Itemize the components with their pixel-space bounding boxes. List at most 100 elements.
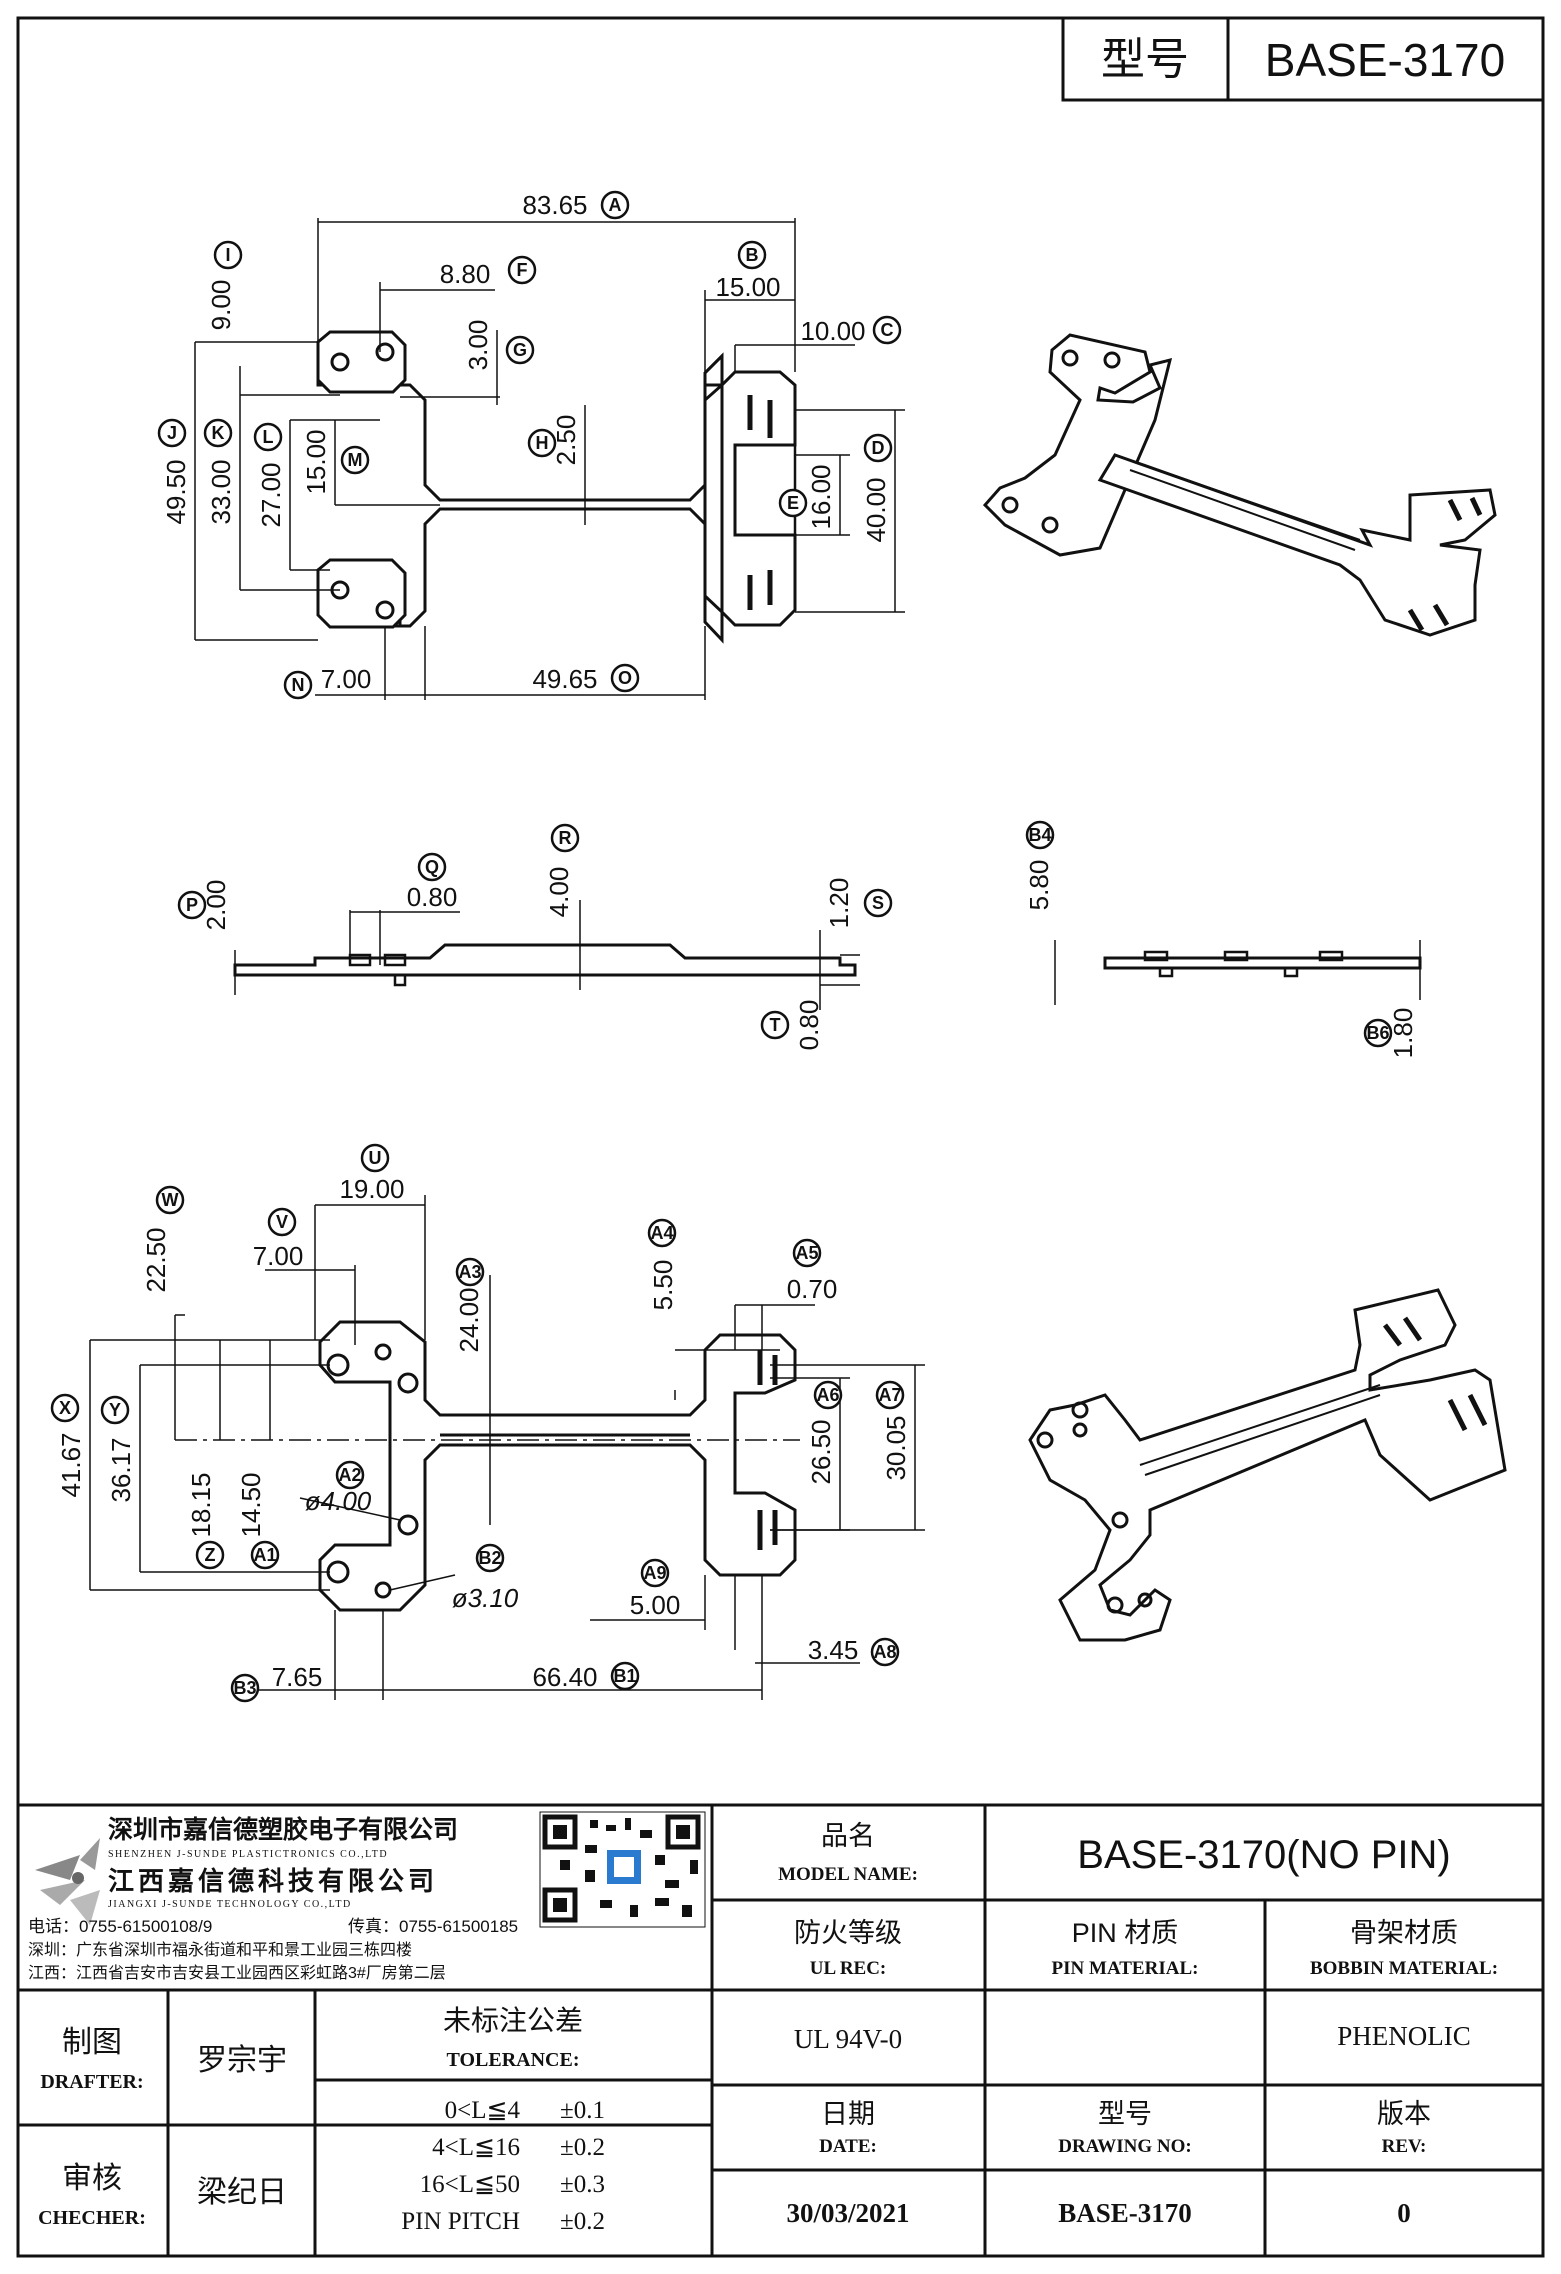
callout-V: V <box>267 1207 297 1237</box>
dim-Y-value: 36.17 <box>106 1437 136 1502</box>
ul-value: UL 94V-0 <box>794 2024 902 2054</box>
svg-text:O: O <box>618 668 632 688</box>
svg-text:B4: B4 <box>1028 825 1051 845</box>
sheet-frame <box>16 16 1545 2258</box>
side-view-dims: 2.00 0.80 4.00 1.20 0.80 5.80 1.80 <box>201 860 1418 1059</box>
dim-T-value: 0.80 <box>794 1000 824 1051</box>
svg-text:G: G <box>513 340 527 360</box>
drafter-label-cn: 制图 <box>62 2026 122 2059</box>
tolerance-label-cn: 未标注公差 <box>443 2005 583 2036</box>
dim-M-value: 15.00 <box>301 429 331 494</box>
checker-label-cn: 审核 <box>62 2162 122 2195</box>
svg-text:D: D <box>872 438 885 458</box>
tolerance-label-en: TOLERANCE: <box>447 2049 580 2071</box>
tolerance-table: 0<L≦4 ±0.1 4<L≦16 ±0.2 16<L≦50 ±0.3 PIN … <box>401 2097 605 2235</box>
hole-icon <box>330 352 350 372</box>
svg-text:A1: A1 <box>253 1545 276 1565</box>
callout-A2: A2 <box>335 1460 365 1490</box>
svg-text:B6: B6 <box>1366 1023 1389 1043</box>
tolerance-range: 0<L≦4 <box>445 2097 521 2124</box>
callout-A7: A7 <box>875 1380 905 1410</box>
dim-A3-value: 24.00 <box>454 1287 484 1352</box>
callout-A8: A8 <box>870 1637 900 1667</box>
svg-text:P: P <box>186 895 198 915</box>
checker-label-en: CHECHER: <box>38 2207 146 2229</box>
top-view <box>194 218 905 700</box>
dim-A2-value: ø4.00 <box>305 1486 372 1516</box>
checker-value: 梁纪日 <box>197 2176 287 2209</box>
callout-B4: B4 <box>1025 820 1055 850</box>
dim-A4-value: 5.50 <box>648 1260 678 1311</box>
tolerance-range: 16<L≦50 <box>420 2171 520 2198</box>
hole-icon <box>375 342 395 362</box>
qr-code-icon <box>539 1811 706 1928</box>
drawing-no-label-en: DRAWING NO: <box>1058 2136 1192 2157</box>
rev-value: 0 <box>1397 2198 1411 2228</box>
svg-text:Q: Q <box>425 857 439 877</box>
company-name-jx: 江西嘉信德科技有限公司 <box>108 1866 438 1896</box>
dim-H-value: 2.50 <box>551 415 581 466</box>
dim-B4-value: 5.80 <box>1024 860 1054 911</box>
company-name-sz-en: SHENZHEN J-SUNDE PLASTICTRONICS CO.,LTD <box>108 1849 388 1860</box>
bottom-view-outline <box>318 1320 797 1612</box>
dim-X-value: 41.67 <box>56 1432 86 1497</box>
tolerance-value: ±0.3 <box>560 2171 605 2198</box>
callout-T: T <box>760 1010 790 1040</box>
callout-E: E <box>778 488 808 518</box>
callout-F: F <box>507 255 537 285</box>
date-label-cn: 日期 <box>821 2099 875 2129</box>
company-name-sz: 深圳市嘉信德塑胶电子有限公司 <box>108 1815 458 1844</box>
top-view-callouts: A B C D E F G H I J K L M N O <box>157 190 902 700</box>
callout-A: A <box>600 190 630 220</box>
company-section: 深圳市嘉信德塑胶电子有限公司 SHENZHEN J-SUNDE PLASTICT… <box>28 1811 706 1982</box>
callout-D: D <box>863 433 893 463</box>
callout-L: L <box>253 422 283 452</box>
dim-Q-value: 0.80 <box>407 882 458 912</box>
callout-Q: Q <box>417 852 447 882</box>
svg-text:B2: B2 <box>478 1548 501 1568</box>
callout-O: O <box>610 663 640 693</box>
callout-Z: Z <box>195 1540 225 1570</box>
dim-A7-value: 30.05 <box>881 1415 911 1480</box>
callout-K: K <box>203 418 233 448</box>
dim-E-value: 16.00 <box>806 464 836 529</box>
pin-label-en: PIN MATERIAL: <box>1052 1958 1199 1979</box>
svg-text:U: U <box>369 1148 382 1168</box>
header-model-label: 型号 <box>1101 35 1189 84</box>
ul-label-en: UL REC: <box>810 1958 887 1979</box>
hole-icon <box>375 600 395 620</box>
dim-K-value: 33.00 <box>206 459 236 524</box>
model-name-label-cn: 品名 <box>821 1821 875 1851</box>
callout-S: S <box>863 888 893 918</box>
iso-view-bottom <box>1028 1288 1507 1642</box>
rev-label-en: REV: <box>1382 2136 1427 2157</box>
header-model-box: 型号 BASE-3170 <box>1061 16 1545 102</box>
svg-text:B3: B3 <box>233 1678 256 1698</box>
dim-V-value: 7.00 <box>253 1241 304 1271</box>
dim-R-value: 4.00 <box>544 867 574 918</box>
callout-Y: Y <box>100 1395 130 1425</box>
svg-text:Z: Z <box>205 1545 216 1565</box>
tolerance-value: ±0.2 <box>560 2134 605 2161</box>
callout-A1: A1 <box>250 1540 280 1570</box>
date-label-en: DATE: <box>819 2136 877 2157</box>
dim-J-value: 49.50 <box>161 459 191 524</box>
callout-B2: B2 <box>475 1543 505 1573</box>
svg-text:A7: A7 <box>878 1385 901 1405</box>
pin-label-cn: PIN 材质 <box>1072 1918 1179 1948</box>
svg-text:A4: A4 <box>650 1223 673 1243</box>
callout-J: J <box>157 418 187 448</box>
dim-B1-value: 66.40 <box>532 1662 597 1692</box>
tolerance-value: ±0.1 <box>560 2097 605 2124</box>
tolerance-range: 4<L≦16 <box>432 2134 520 2161</box>
callout-B1: B1 <box>610 1661 640 1691</box>
svg-text:R: R <box>559 828 572 848</box>
dim-C-value: 10.00 <box>800 316 865 346</box>
svg-text:X: X <box>59 1398 71 1418</box>
dim-W-value: 22.50 <box>141 1227 171 1292</box>
dim-B2-value: ø3.10 <box>452 1583 519 1613</box>
bottom-view <box>89 1195 925 1700</box>
callout-I: I <box>213 240 243 270</box>
dim-A1-value: 14.50 <box>236 1472 266 1537</box>
dim-B3-value: 7.65 <box>272 1662 323 1692</box>
